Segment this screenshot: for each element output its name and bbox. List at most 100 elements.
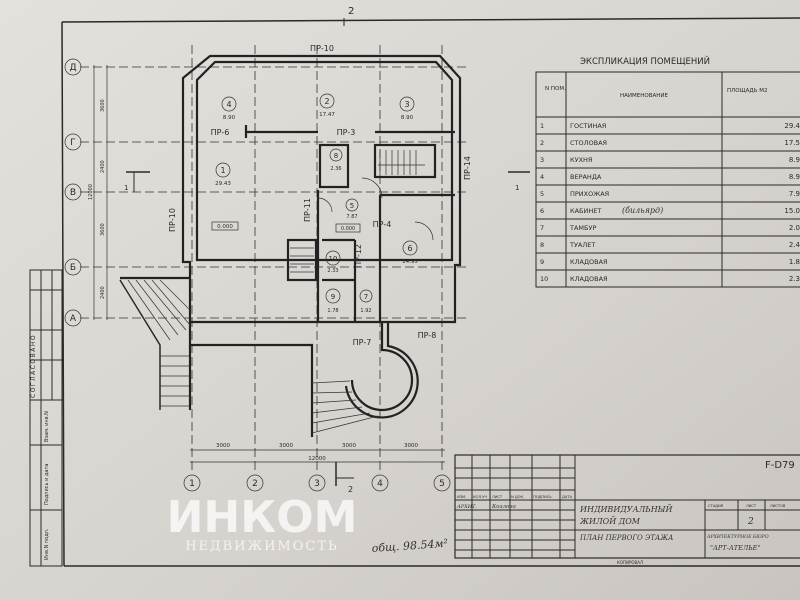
room-name: ПРИХОЖАЯ bbox=[570, 190, 609, 198]
svg-text:4: 4 bbox=[226, 100, 231, 109]
opening-label: ПР-6 bbox=[211, 128, 230, 137]
svg-text:8.90: 8.90 bbox=[223, 115, 236, 121]
inv-label: Инв.N подл. bbox=[44, 528, 50, 560]
room-area: 2.4 bbox=[789, 241, 800, 249]
role-label: АРХИТ. bbox=[456, 504, 477, 510]
svg-text:КОЛ.УЧ: КОЛ.УЧ bbox=[473, 495, 487, 499]
svg-text:3: 3 bbox=[314, 479, 320, 489]
header-name: НАИМЕНОВАНИЕ bbox=[620, 93, 668, 99]
opening-label: ПР-10 bbox=[168, 208, 177, 232]
svg-text:ДАТА: ДАТА bbox=[562, 495, 572, 499]
svg-text:3: 3 bbox=[404, 100, 409, 109]
room-area: 8.9 bbox=[789, 156, 800, 164]
project-title: ИНДИВИДУАЛЬНЫЙ bbox=[579, 504, 674, 514]
opening-label: ПР-7 bbox=[353, 338, 372, 347]
opening-label: ПР-3 bbox=[337, 128, 356, 137]
col-total-dim: 12000 bbox=[308, 456, 326, 462]
stair-internal bbox=[378, 150, 425, 175]
svg-text:СТАДИЯ: СТАДИЯ bbox=[708, 504, 724, 508]
room-2: 217.47 bbox=[319, 93, 335, 118]
drawing-code: F-D79 bbox=[765, 460, 795, 471]
room-6: 614.95 bbox=[402, 240, 418, 265]
stair-entry bbox=[286, 238, 318, 282]
opening-labels: ПР-10 ПР-6 ПР-3 ПР-14 ПР-10 ПР-11 ПР-4 П… bbox=[168, 44, 472, 347]
room-3: 38.90 bbox=[399, 96, 415, 121]
table-row: 8 ТУАЛЕТ 2.4 bbox=[536, 235, 800, 249]
axis-marker-Г: Г bbox=[64, 133, 82, 151]
svg-text:7: 7 bbox=[364, 293, 368, 301]
opening-label: ПР-4 bbox=[373, 220, 392, 229]
room-area: 8.9 bbox=[789, 173, 800, 181]
room-number: 6 bbox=[540, 207, 544, 215]
svg-text:1: 1 bbox=[189, 479, 195, 489]
svg-text:1: 1 bbox=[220, 166, 225, 175]
axis-grid bbox=[80, 45, 470, 472]
level-mark: 0.000 bbox=[335, 223, 361, 233]
watermark-sub: НЕДВИЖИМОСТЬ bbox=[185, 539, 339, 554]
svg-text:17.47: 17.47 bbox=[319, 112, 335, 118]
room-name: КАБИНЕТ bbox=[570, 207, 601, 215]
svg-text:0.000: 0.000 bbox=[341, 226, 355, 232]
svg-text:Б: Б bbox=[70, 263, 76, 273]
axis-marker-2: 2 bbox=[246, 474, 264, 492]
room-9: 91.78 bbox=[325, 288, 341, 314]
room-area: 17.5 bbox=[784, 139, 800, 147]
room-area: 7.9 bbox=[789, 190, 800, 198]
col-dim: 3000 bbox=[342, 443, 356, 449]
room-area: 15.0 bbox=[784, 207, 800, 215]
section-mark-left: 1 bbox=[124, 184, 128, 192]
axis-marker-1: 1 bbox=[183, 474, 201, 492]
bureau-name-2: "АРТ-АТЕЛЬЕ" bbox=[710, 544, 760, 552]
svg-text:14.95: 14.95 bbox=[402, 259, 418, 265]
svg-text:8.90: 8.90 bbox=[401, 115, 414, 121]
axis-marker-А: А bbox=[64, 309, 82, 327]
axis-marker-5: 5 bbox=[433, 474, 451, 492]
building-walls bbox=[119, 54, 462, 437]
column-axis-markers: 3000 3000 3000 3000 12000 1 2 3 4 5 2 bbox=[183, 443, 451, 494]
table-title: ЭКСПЛИКАЦИЯ ПОМЕЩЕНИЙ bbox=[580, 55, 710, 67]
row-dim: 3600 bbox=[100, 99, 106, 112]
room-7: 71.92 bbox=[359, 289, 373, 314]
section-mark-right: 1 bbox=[515, 184, 519, 192]
svg-text:8: 8 bbox=[334, 152, 338, 160]
row-axis-markers: Д Г В Б А 3600 2400 3600 2400 12000 1 1 bbox=[64, 58, 530, 327]
row-dim: 2400 bbox=[100, 160, 106, 173]
svg-text:2: 2 bbox=[324, 97, 329, 106]
room-number: 7 bbox=[540, 224, 544, 232]
svg-text:9: 9 bbox=[331, 293, 335, 301]
room-name: КЛАДОВАЯ bbox=[570, 275, 608, 283]
terrace-stairs-left bbox=[119, 279, 192, 410]
col-dim: 3000 bbox=[216, 443, 230, 449]
room-labels: 48.90 217.47 38.90 129.43 82.36 57.87 61… bbox=[211, 93, 418, 314]
svg-text:6: 6 bbox=[407, 244, 412, 253]
room-number: 8 bbox=[540, 241, 544, 249]
svg-text:0.000: 0.000 bbox=[217, 224, 233, 230]
room-name: ТУАЛЕТ bbox=[569, 241, 595, 249]
svg-text:А: А bbox=[70, 314, 77, 324]
svg-text:1.92: 1.92 bbox=[360, 308, 371, 314]
section-mark-bottom: 2 bbox=[348, 485, 353, 494]
handwritten-total-area: общ. 98.54м² bbox=[371, 537, 448, 555]
replace-inv-label: Взам. инв.N bbox=[44, 411, 50, 442]
svg-text:1.78: 1.78 bbox=[327, 308, 338, 314]
room-area: 29.4 bbox=[784, 122, 800, 130]
svg-text:10: 10 bbox=[329, 255, 338, 263]
svg-text:4: 4 bbox=[377, 479, 383, 489]
terrace-stairs-round bbox=[311, 322, 419, 434]
room-name: КЛАДОВАЯ bbox=[570, 258, 608, 266]
svg-text:2.33: 2.33 bbox=[327, 268, 338, 274]
svg-text:ЛИСТОВ: ЛИСТОВ bbox=[770, 504, 786, 508]
room-name: ГОСТИНАЯ bbox=[570, 122, 606, 130]
room-number: 10 bbox=[540, 275, 548, 283]
room-number: 3 bbox=[540, 156, 544, 164]
room-name: СТОЛОВАЯ bbox=[570, 139, 607, 147]
room-4: 48.90 bbox=[221, 96, 237, 121]
axis-marker-Д: Д bbox=[64, 58, 82, 76]
col-dim: 3000 bbox=[404, 443, 418, 449]
